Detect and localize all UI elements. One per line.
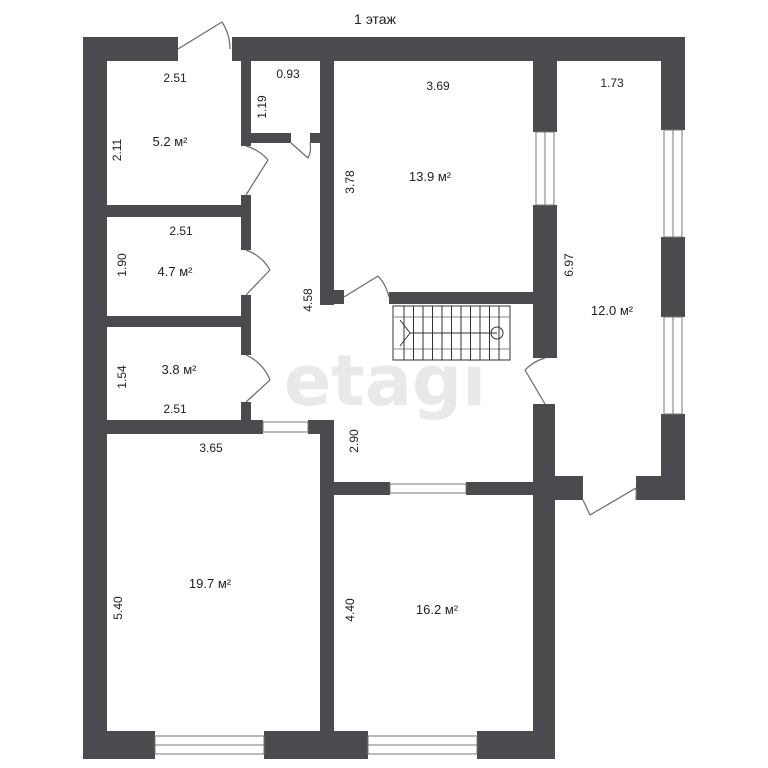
wall-right-1 xyxy=(661,37,685,130)
wall-stairs-top xyxy=(389,292,535,304)
wall-stub xyxy=(334,290,344,304)
door-52 xyxy=(245,145,269,196)
dim-stairhall-height: 2.90 xyxy=(347,429,361,453)
dim-52-width: 2.51 xyxy=(163,71,187,85)
wall-left xyxy=(83,37,107,759)
dim-38-height: 1.54 xyxy=(115,365,129,389)
walls xyxy=(83,37,685,759)
dim-197-width: 3.65 xyxy=(199,441,223,455)
doors xyxy=(177,21,637,516)
wall-wc-bottom xyxy=(251,133,291,143)
opening-162 xyxy=(389,483,467,494)
dim-47-width: 2.51 xyxy=(169,224,193,238)
wall-162-top-b xyxy=(466,482,535,495)
dim-120-width: 1.73 xyxy=(600,76,624,90)
area-52: 5.2 м² xyxy=(153,134,189,149)
area-38: 3.8 м² xyxy=(162,362,198,377)
dim-139-height: 3.78 xyxy=(343,170,357,194)
wall-small-rooms-1 xyxy=(241,61,251,146)
staircase xyxy=(392,305,511,361)
area-120: 12.0 м² xyxy=(591,303,634,318)
wall-162-top-a xyxy=(334,482,390,495)
dim-47-height: 1.90 xyxy=(115,253,129,277)
dim-162-height: 4.40 xyxy=(343,598,357,622)
wall-top-middle xyxy=(232,37,554,61)
windows xyxy=(154,129,683,755)
wall-mid-right-2 xyxy=(533,205,557,358)
door-wc xyxy=(290,142,312,159)
dim-wc-width: 0.93 xyxy=(276,67,300,81)
entry-door xyxy=(177,21,231,50)
door-47 xyxy=(245,249,271,296)
wall-small-rooms-2 xyxy=(241,195,251,250)
dim-hall-height: 4.58 xyxy=(301,288,315,312)
wall-right-lower xyxy=(533,404,555,759)
door-120 xyxy=(524,357,546,405)
opening-hall xyxy=(262,421,309,433)
floor-title: 1 этаж xyxy=(354,11,397,27)
area-197: 19.7 м² xyxy=(189,576,232,591)
dim-139-width: 3.69 xyxy=(426,79,450,93)
dim-120-height: 6.97 xyxy=(562,253,576,277)
wall-partition-3a xyxy=(107,420,263,434)
area-47: 4.7 м² xyxy=(158,264,194,279)
door-139 xyxy=(343,275,390,298)
door-exit-right xyxy=(582,487,637,516)
room-labels: 2.51 2.11 5.2 м² 0.93 1.19 3.69 3.78 13.… xyxy=(110,67,634,622)
wall-hall-1 xyxy=(320,61,334,305)
door-38 xyxy=(245,354,271,403)
wall-bottom-2 xyxy=(264,731,368,759)
wall-partition-2 xyxy=(107,316,251,327)
wall-hall-2 xyxy=(320,420,334,759)
area-139: 13.9 м² xyxy=(409,169,452,184)
dim-38-width: 2.51 xyxy=(163,402,187,416)
wall-right-bottom-b xyxy=(636,476,685,500)
wall-bottom-1 xyxy=(83,731,155,759)
area-162: 16.2 м² xyxy=(416,602,459,617)
dim-52-height: 2.11 xyxy=(110,138,124,161)
wall-small-rooms-4 xyxy=(241,402,251,424)
dim-wc-height: 1.19 xyxy=(255,95,269,119)
wall-right-2 xyxy=(661,237,685,317)
wall-partition-1 xyxy=(107,205,251,217)
dim-197-height: 5.40 xyxy=(111,596,125,620)
wall-mid-right-1 xyxy=(533,37,557,132)
wall-right-bottom-a xyxy=(555,476,583,500)
